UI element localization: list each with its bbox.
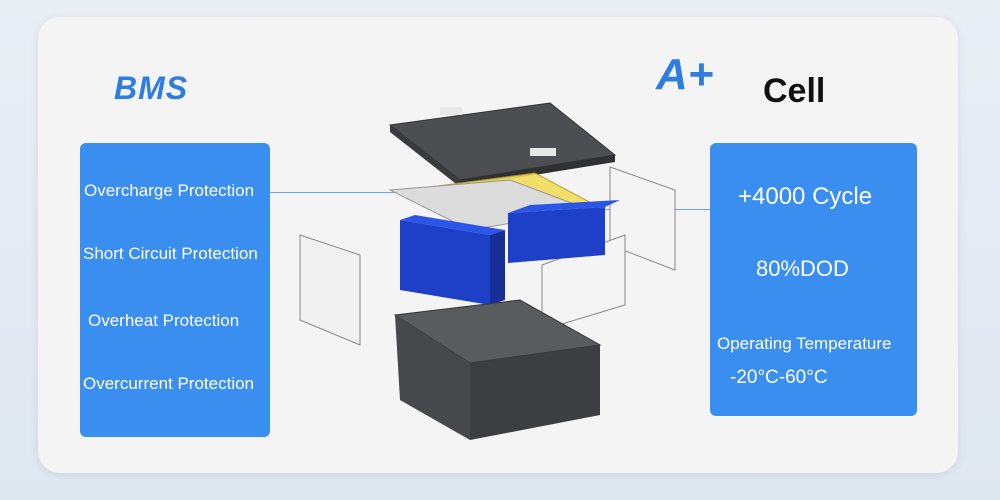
bms-heading: BMS (114, 70, 189, 106)
feature-short-circuit: Short Circuit Protection (83, 244, 258, 263)
spec-temp-label: Operating Temperature (717, 334, 892, 353)
cell-specs-panel: +4000 Cycle 80%DOD Operating Temperature… (710, 143, 917, 416)
feature-overheat: Overheat Protection (88, 311, 240, 330)
battery-exploded-illustration (299, 102, 676, 440)
spec-cycle: +4000 Cycle (738, 183, 873, 210)
bms-connector-line (270, 192, 430, 193)
cell-stack-right (508, 200, 620, 263)
battery-case (393, 299, 602, 440)
cell-heading: Cell (763, 72, 826, 110)
feature-overcurrent: Overcurrent Protection (83, 374, 255, 393)
side-panel-right-back (609, 166, 676, 271)
bms-features-panel: Overcharge Protection Short Circuit Prot… (80, 143, 270, 437)
grade-heading: A+ (656, 50, 714, 99)
side-panel-left (299, 234, 361, 346)
spec-dod: 80%DOD (756, 256, 849, 281)
battery-lid (388, 102, 617, 187)
spec-temp-range: -20°C-60°C (730, 367, 828, 388)
cell-stack-left (400, 215, 505, 305)
feature-overcharge: Overcharge Protection (84, 181, 255, 200)
